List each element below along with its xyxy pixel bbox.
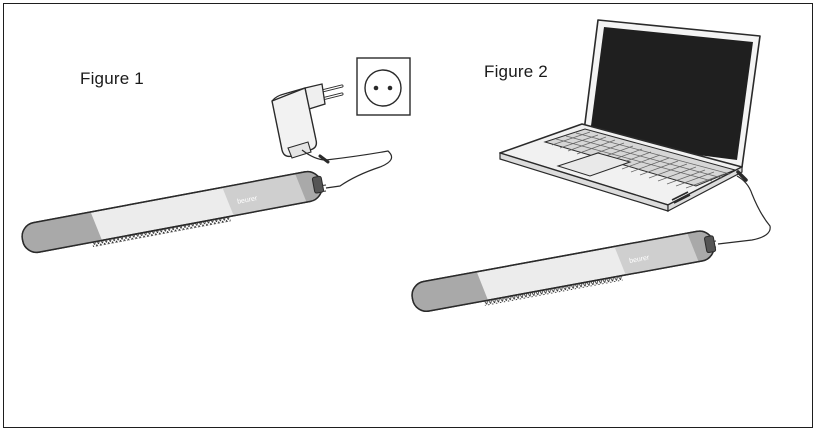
wall-socket-icon <box>356 57 411 116</box>
illustration-frame <box>3 3 813 428</box>
device-brand-logo-2: beurer <box>629 254 651 265</box>
power-adapter-icon <box>271 83 344 159</box>
charging-cable <box>301 149 393 189</box>
sensor-wand-device: beurer <box>21 170 325 254</box>
laptop-icon <box>499 19 761 212</box>
figure-2-illustration: beurer <box>411 19 771 313</box>
figure-2-label: Figure 2 <box>484 62 548 81</box>
sensor-wand-device-2: beurer <box>411 230 717 313</box>
usb-cable <box>717 175 771 245</box>
figure-1-label: Figure 1 <box>80 69 144 88</box>
figure-1-illustration: beurer <box>21 57 411 254</box>
device-brand-logo: beurer <box>237 195 259 206</box>
